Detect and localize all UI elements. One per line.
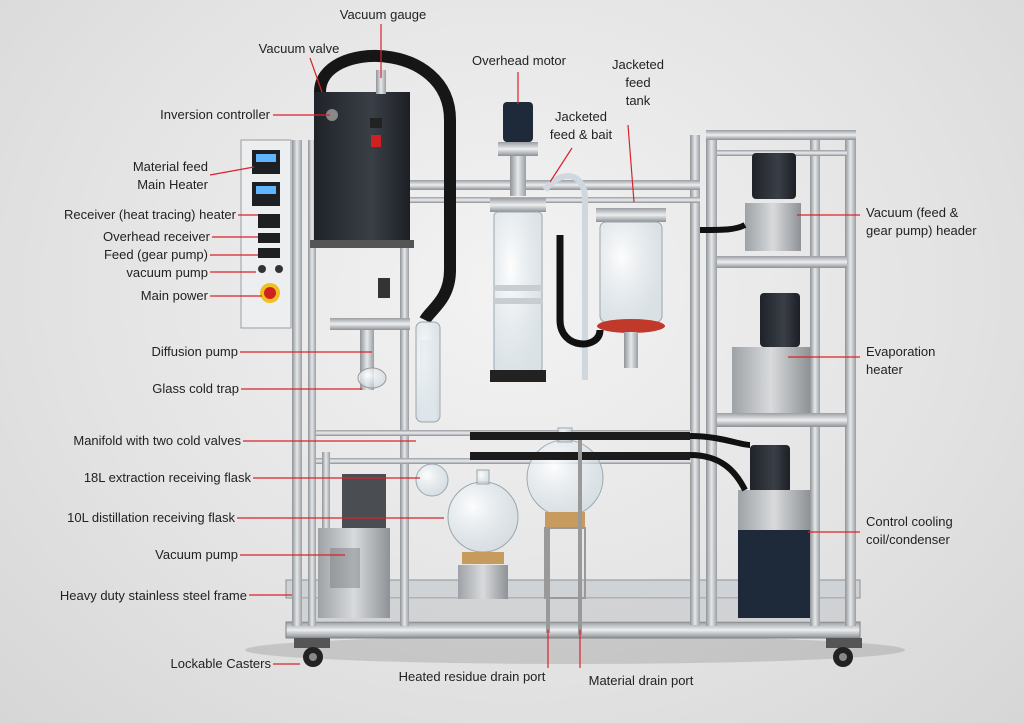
label-material-feed: Material feed	[132, 159, 208, 174]
label-vacuum-header-line1: Vacuum (feed &	[866, 205, 959, 220]
label-jacketed-feed-tank: Jacketed feed tank	[598, 56, 678, 110]
jacketed-feed-tank	[596, 208, 666, 368]
label-jacketed-feed-bait: Jacketed feed & bait	[538, 108, 624, 144]
label-feed-gear-pump: Feed (gear pump)	[103, 247, 208, 262]
cooling-unit	[738, 445, 810, 618]
label-jacketed-feed-tank-line3: tank	[625, 93, 651, 108]
leader-lines	[209, 24, 860, 668]
label-manifold: Manifold with two cold valves	[73, 433, 241, 448]
label-flask-10l: 10L distillation receiving flask	[67, 510, 235, 525]
vacuum-pump	[318, 474, 390, 618]
label-vacuum-header: Vacuum (feed & gear pump) header	[866, 204, 977, 240]
vacuum-gauge-stem	[376, 70, 386, 94]
diffusion-pump	[330, 278, 410, 390]
label-casters: Lockable Casters	[170, 656, 271, 671]
label-vacuum-pump-switch: vacuum pump	[126, 265, 208, 280]
label-jacketed-feed-tank-line2: feed	[625, 75, 651, 90]
label-control-cooling-line2: coil/condenser	[866, 532, 950, 547]
label-frame: Heavy duty stainless steel frame	[59, 588, 247, 603]
glass-cold-trap	[415, 321, 441, 423]
label-heated-residue-drain: Heated residue drain port	[398, 669, 546, 684]
feed-hose	[556, 235, 604, 348]
cooling-hose-2	[689, 452, 748, 492]
floor-shadow	[245, 636, 905, 664]
evaporation-heater-unit	[732, 293, 810, 413]
label-receiver-heater: Receiver (heat tracing) heater	[64, 207, 236, 222]
label-control-cooling-line1: Control cooling	[866, 514, 953, 529]
label-diffusion-pump: Diffusion pump	[151, 344, 238, 359]
label-main-heater: Main Heater	[137, 177, 208, 192]
label-flask-18l: 18L extraction receiving flask	[83, 470, 251, 485]
label-control-cooling: Control cooling coil/condenser	[866, 513, 953, 549]
label-evaporation-heater-line2: heater	[866, 362, 903, 377]
vacuum-hose	[314, 50, 456, 324]
cooling-hose	[689, 433, 751, 448]
label-vacuum-valve: Vacuum valve	[258, 41, 340, 56]
flask-10l	[447, 469, 519, 599]
manifold-hose	[470, 432, 690, 440]
residue-drain-stem	[546, 528, 550, 633]
vacuum-header-hose	[699, 222, 747, 233]
label-vacuum-gauge: Vacuum gauge	[339, 7, 427, 22]
label-overhead-motor: Overhead motor	[472, 53, 566, 68]
glass-feed-tube	[542, 173, 588, 380]
jacketed-column	[490, 198, 546, 382]
label-vacuum-header-line2: gear pump) header	[866, 223, 977, 238]
label-material-drain: Material drain port	[588, 673, 694, 688]
label-glass-cold-trap: Glass cold trap	[152, 381, 239, 396]
material-drain-stem	[578, 440, 582, 635]
control-panel	[240, 139, 292, 329]
label-material-feed-main-heater: Material feed Main Heater	[100, 158, 208, 194]
small-flask	[415, 463, 449, 497]
inversion-controller	[310, 92, 414, 248]
label-jacketed-feed-bait-line1: Jacketed	[554, 109, 608, 124]
label-main-power: Main power	[140, 288, 208, 303]
label-jacketed-feed-bait-line2: feed & bait	[549, 127, 613, 142]
label-overhead-receiver: Overhead receiver	[103, 229, 210, 244]
casters	[294, 638, 862, 667]
label-vacuum-pump: Vacuum pump	[155, 547, 238, 562]
label-evaporation-heater-line1: Evaporation	[866, 344, 936, 359]
overhead-motor	[498, 102, 538, 196]
label-evaporation-heater: Evaporation heater	[866, 343, 935, 379]
label-inversion-controller: Inversion controller	[160, 107, 270, 122]
vacuum-header-unit	[745, 153, 801, 251]
label-jacketed-feed-tank-line1: Jacketed	[611, 57, 665, 72]
